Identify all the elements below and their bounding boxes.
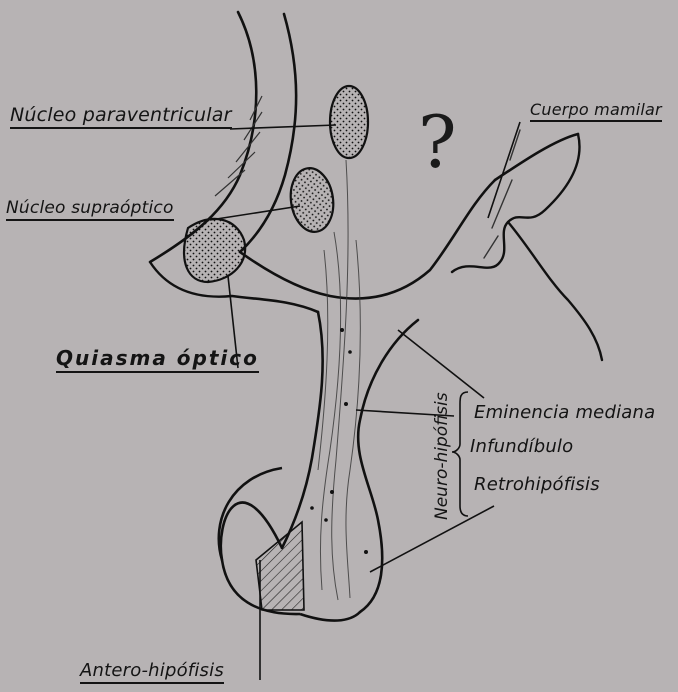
label-retrohipofisis: Retrohipófisis <box>474 474 600 495</box>
label-neuro-hipofisis: Neuro-hipófisis <box>432 392 452 520</box>
label-infundibulo: Infundíbulo <box>470 436 573 457</box>
label-antero-hipofisis: Antero-hipófisis <box>80 660 224 684</box>
supraoptic-nucleus <box>287 165 337 234</box>
optic-chiasm-shape <box>184 219 245 282</box>
paraventricular-nucleus <box>330 86 368 158</box>
label-eminencia-mediana: Eminencia mediana <box>474 402 655 423</box>
label-nucleo-paraventricular: Núcleo paraventricular <box>10 104 232 129</box>
question-mark-symbol: ? <box>418 100 457 184</box>
hypothalamic-floor <box>232 134 578 312</box>
neuro-hipofisis-bracket <box>452 392 468 516</box>
label-nucleo-supraoptico: Núcleo supraóptico <box>6 198 174 221</box>
label-cuerpo-mamilar: Cuerpo mamilar <box>530 100 662 122</box>
anterior-lobe-hatched <box>256 522 304 610</box>
mammillary-body <box>452 130 602 360</box>
label-quiasma-optico: Quiasma óptico <box>56 346 259 373</box>
